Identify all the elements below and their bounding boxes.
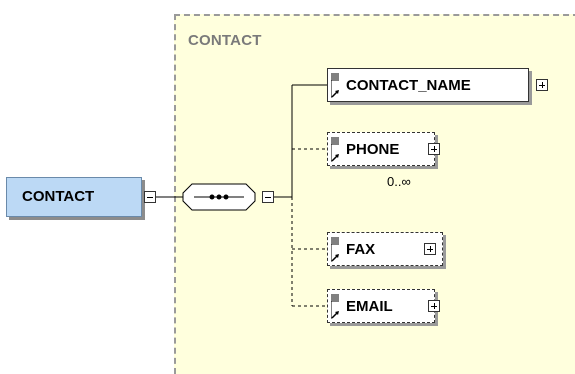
occurrence-label: 0..∞ (387, 174, 411, 189)
expand-toggle-icon[interactable] (536, 79, 548, 91)
expand-toggle-icon[interactable] (428, 300, 440, 312)
collapse-toggle-icon[interactable] (144, 191, 156, 203)
element-fax[interactable]: FAX (327, 232, 443, 266)
element-phone[interactable]: PHONE (327, 132, 435, 166)
element-icon (331, 73, 339, 98)
root-element-contact[interactable]: CONTACT (6, 177, 142, 217)
element-icon (331, 137, 339, 162)
element-label: CONTACT_NAME (346, 77, 471, 94)
expand-toggle-icon[interactable] (428, 143, 440, 155)
element-icon (331, 237, 339, 262)
sequence-collapse-toggle-icon[interactable] (262, 191, 274, 203)
complex-type-label: CONTACT (188, 32, 262, 49)
sequence-compositor-icon[interactable] (182, 183, 256, 211)
expand-toggle-icon[interactable] (424, 243, 436, 255)
element-label: EMAIL (346, 298, 393, 315)
element-email[interactable]: EMAIL (327, 289, 435, 323)
element-icon (331, 294, 339, 319)
element-contact-name[interactable]: CONTACT_NAME (327, 68, 529, 102)
root-element-label: CONTACT (22, 188, 95, 205)
element-label: PHONE (346, 141, 400, 158)
element-label: FAX (346, 241, 376, 258)
